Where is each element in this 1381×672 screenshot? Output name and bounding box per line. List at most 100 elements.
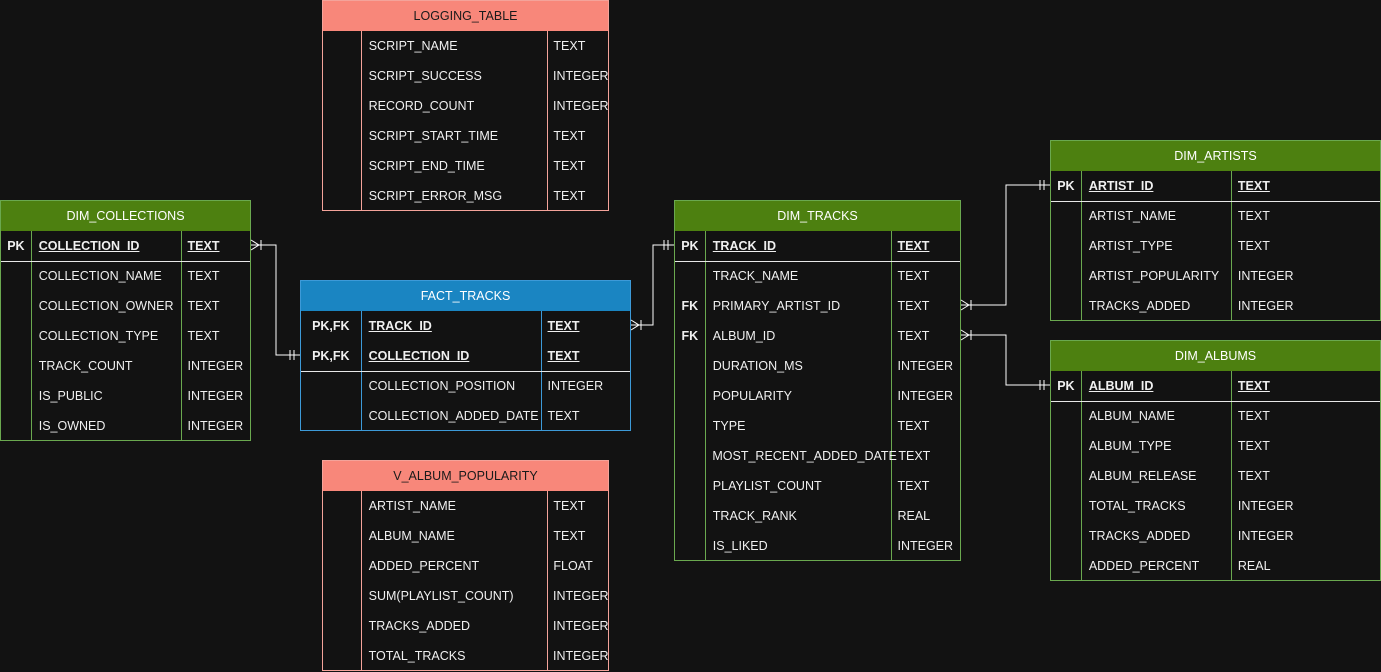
attribute-key bbox=[323, 181, 361, 211]
attribute-name: ALBUM_NAME bbox=[1088, 409, 1175, 423]
attribute-key bbox=[1, 291, 31, 321]
attribute-key bbox=[1051, 201, 1081, 231]
column-divider bbox=[361, 31, 362, 211]
attribute-name: ARTIST_TYPE bbox=[1088, 239, 1173, 253]
column-divider bbox=[1081, 171, 1082, 321]
attribute-type: TEXT bbox=[553, 529, 586, 543]
attribute-type: INTEGER bbox=[897, 359, 954, 373]
entity-title: LOGGING_TABLE bbox=[323, 1, 608, 31]
attribute-name: COLLECTION_NAME bbox=[38, 269, 162, 283]
attribute-name: MOST_RECENT_ADDED_DATE bbox=[712, 449, 897, 463]
column-divider bbox=[1231, 371, 1232, 581]
entity-title: DIM_COLLECTIONS bbox=[1, 201, 250, 231]
attribute-row[interactable]: SUM(PLAYLIST_COUNT)INTEGER bbox=[323, 581, 609, 611]
attribute-name: IS_LIKED bbox=[712, 539, 768, 553]
attribute-type: INTEGER bbox=[187, 359, 244, 373]
attribute-key bbox=[675, 531, 705, 561]
attribute-key bbox=[323, 551, 361, 581]
attribute-name: ARTIST_NAME bbox=[1088, 209, 1177, 223]
attribute-type: REAL bbox=[897, 509, 931, 523]
attribute-key bbox=[323, 121, 361, 151]
attribute-type: INTEGER bbox=[553, 649, 609, 663]
attribute-name: COLLECTION_OWNER bbox=[38, 299, 174, 313]
attribute-key bbox=[1051, 231, 1081, 261]
attribute-row[interactable]: TOTAL_TRACKS INTEGER bbox=[323, 641, 609, 671]
attribute-row[interactable]: ARTIST_TYPE TEXT bbox=[1051, 231, 1380, 261]
attribute-type: TEXT bbox=[1237, 239, 1270, 253]
attribute-row[interactable]: ARTIST_NAME TEXT bbox=[1051, 201, 1380, 231]
attribute-type: TEXT bbox=[898, 449, 931, 463]
attribute-name: TYPE bbox=[712, 419, 746, 433]
attribute-type: TEXT bbox=[553, 39, 586, 53]
attribute-type: FLOAT bbox=[553, 559, 593, 573]
column-divider bbox=[361, 491, 362, 671]
attribute-type: TEXT bbox=[897, 479, 930, 493]
attribute-type: INTEGER bbox=[553, 589, 609, 603]
attribute-key: PK bbox=[1057, 179, 1075, 193]
attribute-type: INTEGER bbox=[553, 69, 609, 83]
attribute-type: TEXT bbox=[547, 409, 580, 423]
attribute-name: SCRIPT_START_TIME bbox=[368, 129, 499, 143]
attribute-type: TEXT bbox=[187, 329, 220, 343]
attribute-key bbox=[675, 471, 705, 501]
attribute-key bbox=[675, 441, 704, 471]
attribute-type: TEXT bbox=[187, 239, 220, 253]
key-separator bbox=[301, 371, 630, 372]
attribute-name: TOTAL_TRACKS bbox=[368, 649, 466, 663]
attribute-type: TEXT bbox=[1237, 179, 1270, 193]
attribute-name: TRACKS_ADDED bbox=[1088, 529, 1191, 543]
attribute-type: TEXT bbox=[1237, 209, 1270, 223]
attribute-type: TEXT bbox=[553, 189, 586, 203]
attribute-name: TRACKS_ADDED bbox=[368, 619, 471, 633]
